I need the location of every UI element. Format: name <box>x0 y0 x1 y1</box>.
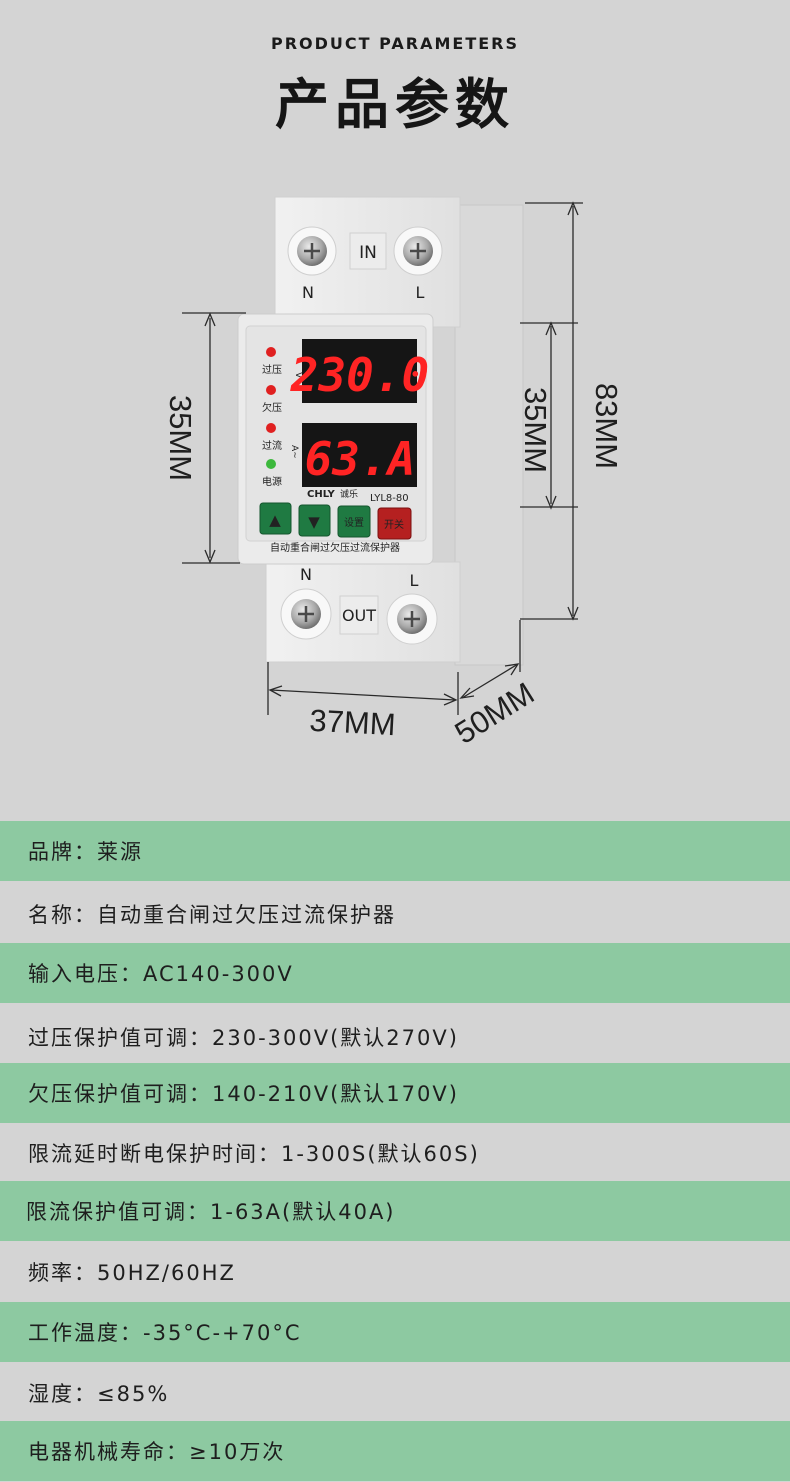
param-frequency: 频率：50HZ/60HZ <box>0 1242 790 1302</box>
dim-width-37mm: 37MM <box>309 703 397 742</box>
param-text: 工作温度：-35°C-+70°C <box>28 1321 302 1345</box>
terminal-in-label: IN <box>359 243 377 263</box>
current-readout: 63.A <box>305 432 416 486</box>
product-illustration: IN N L OUT N L 过压 欠压 过流 电源 V~ <box>163 196 624 751</box>
param-lifespan: 电器机械寿命：≥10万次 <box>0 1421 790 1481</box>
param-text: 欠压保护值可调：140-210V(默认170V) <box>28 1082 459 1106</box>
led-label: 过流 <box>262 439 282 452</box>
subtitle: PRODUCT PARAMETERS <box>270 34 520 53</box>
led-label: 欠压 <box>262 401 282 414</box>
top-terminal-block: IN N L <box>274 196 461 328</box>
param-undervoltage: 欠压保护值可调：140-210V(默认170V) <box>0 1063 790 1123</box>
model-label: LYL8-80 <box>370 493 409 504</box>
param-temperature: 工作温度：-35°C-+70°C <box>0 1302 790 1362</box>
terminal-out-label: OUT <box>342 606 376 625</box>
param-overvoltage: 过压保护值可调：230-300V(默认270V) <box>0 1007 790 1067</box>
dim-depth-50mm: 50MM <box>449 675 541 750</box>
up-button <box>259 502 292 535</box>
led-undervoltage <box>266 385 276 395</box>
unit-amp-label: A~ <box>289 445 299 459</box>
front-panel: 过压 欠压 过流 电源 V~ A~ 230.0 63.A CHLY 诚乐 LYL… <box>237 313 434 565</box>
terminal-l-label: L <box>410 571 419 590</box>
param-current-limit: 限流保护值可调：1-63A(默认40A) <box>0 1181 790 1241</box>
down-arrow-icon: ▼ <box>308 513 320 531</box>
param-delay-time: 限流延时断电保护时间：1-300S(默认60S) <box>0 1123 790 1183</box>
brand-cn: 诚乐 <box>340 488 358 500</box>
device-side <box>455 205 523 665</box>
param-text: 品牌：莱源 <box>28 840 143 864</box>
param-text: 限流保护值可调：1-63A(默认40A) <box>26 1200 396 1224</box>
up-arrow-icon: ▲ <box>269 511 281 529</box>
led-overvoltage <box>266 347 276 357</box>
led-overcurrent <box>266 423 276 433</box>
led-label: 过压 <box>262 363 282 376</box>
terminal-l-label: L <box>416 283 425 302</box>
terminal-n-label: N <box>300 565 312 584</box>
dim-left-35mm: 35MM <box>163 395 198 481</box>
device-name-label: 自动重合闸过欠压过流保护器 <box>270 541 400 554</box>
param-input-voltage: 输入电压：AC140-300V <box>0 943 790 1003</box>
dim-right-83mm: 83MM <box>589 383 624 469</box>
param-brand: 品牌：莱源 <box>0 821 790 881</box>
brand-logo: CHLY <box>307 489 336 500</box>
unit-volt-label: V~ <box>293 372 303 386</box>
led-power <box>266 459 276 469</box>
terminal-n-label: N <box>302 283 314 302</box>
param-text: 过压保护值可调：230-300V(默认270V) <box>28 1026 459 1050</box>
param-text: 名称：自动重合闸过欠压过流保护器 <box>28 903 396 927</box>
set-button <box>337 505 371 538</box>
current-display <box>302 423 417 487</box>
switch-button <box>377 507 412 540</box>
param-name: 名称：自动重合闸过欠压过流保护器 <box>0 884 790 944</box>
param-text: 限流延时断电保护时间：1-300S(默认60S) <box>28 1142 480 1166</box>
param-text: 输入电压：AC140-300V <box>28 962 294 986</box>
set-button-label: 设置 <box>344 517 364 529</box>
param-humidity: 湿度：≤85% <box>0 1363 790 1423</box>
param-text: 频率：50HZ/60HZ <box>28 1261 236 1285</box>
voltage-display <box>302 339 417 403</box>
page-title: 产品参数 <box>275 73 515 136</box>
switch-button-label: 开关 <box>384 518 404 531</box>
dimension-lines <box>182 201 583 715</box>
dim-right-35mm: 35MM <box>518 387 553 473</box>
led-label: 电源 <box>262 475 282 488</box>
down-button <box>298 504 331 537</box>
param-text: 湿度：≤85% <box>28 1382 170 1406</box>
param-text: 电器机械寿命：≥10万次 <box>28 1440 286 1464</box>
bottom-terminal-block: OUT N L <box>265 561 461 663</box>
voltage-readout: 230.0 <box>290 348 429 402</box>
